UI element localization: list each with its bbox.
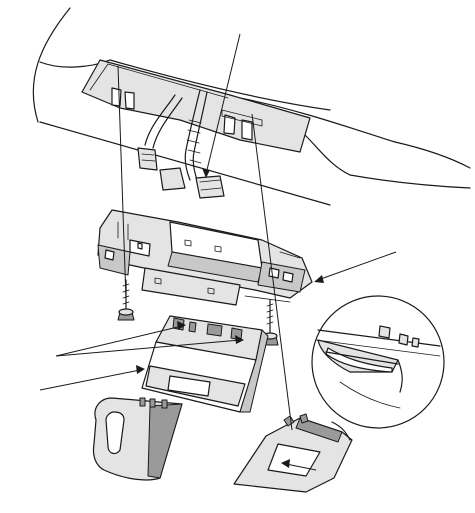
leader-lens-release bbox=[285, 463, 317, 471]
left-lens bbox=[92, 397, 183, 481]
leader-tab-upper bbox=[55, 325, 183, 357]
map-light-bracket bbox=[97, 209, 313, 306]
roof-lining bbox=[32, 7, 471, 206]
harness-connector bbox=[137, 147, 225, 199]
right-lens bbox=[233, 413, 353, 493]
leader-tab-lower bbox=[55, 339, 241, 357]
leader-housing bbox=[39, 369, 141, 391]
callout-leaders bbox=[39, 33, 397, 471]
wire-harness bbox=[144, 89, 208, 183]
leader-left-screw bbox=[117, 65, 127, 301]
leader-bracket bbox=[317, 251, 397, 281]
detail-inset-clip-release bbox=[311, 295, 445, 441]
leader-harness bbox=[205, 33, 241, 175]
leader-right-lens bbox=[251, 113, 293, 431]
map-light-housing bbox=[141, 315, 269, 413]
